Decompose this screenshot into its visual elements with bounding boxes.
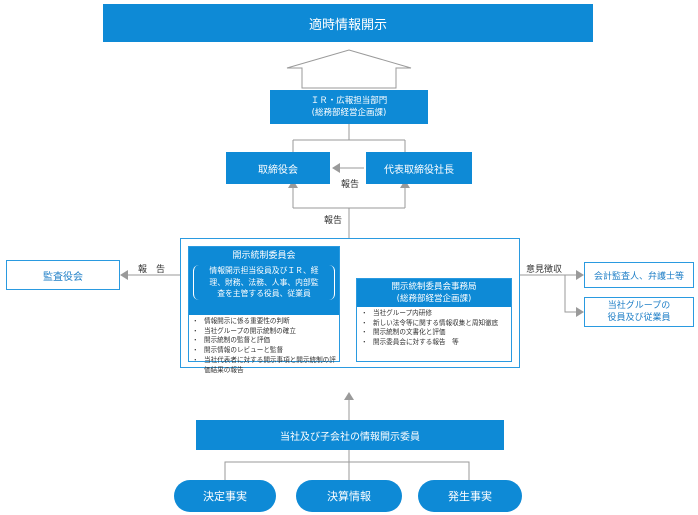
connector-committee-up [292, 186, 406, 238]
report-label-left: 報 告 [138, 265, 166, 275]
disclosure-members-label: 当社及び子会社の情報開示委員 [280, 431, 420, 443]
arrow-head-to-auditor [576, 270, 584, 280]
committee-duty-item: 当社代表者に対する開示事項と開示統制の評価結果の報告 [192, 356, 337, 375]
source-financial-results-label: 決算情報 [327, 490, 371, 503]
arrow-head-to-employees [576, 307, 584, 317]
employees-line2: 役員及び従業員 [607, 313, 671, 323]
office-box: 開示統制委員会事務局 (総務部経営企画課) 当社グループ内研修 新しい法令等に関… [356, 278, 512, 362]
committee-duty-item: 当社グループの開示統制の確立 [192, 327, 337, 337]
source-occurred-facts: 発生事実 [418, 480, 522, 512]
arrow-head-to-board-up [288, 180, 298, 188]
arrow-head-to-audit [120, 270, 128, 280]
arrow-head-to-board [332, 163, 340, 173]
ir-department-sub: (総務部経営企画課) [311, 108, 387, 118]
ir-department-box: ＩＲ・広報担当部門 (総務部経営企画課) [270, 90, 428, 124]
connector-committee-to-right [520, 274, 578, 313]
office-task-item: 当社グループ内研修 [361, 309, 509, 319]
office-task-item: 開示統制の文書化と評価 [361, 328, 509, 338]
committee-title: 開示統制委員会 [232, 251, 296, 261]
office-task-item: 開示委員会に対する報告 等 [361, 338, 509, 348]
office-task-item: 新しい法令等に関する情報収集と周知徹底 [361, 319, 509, 329]
committee-duty-item: 情報開示に係る重要性の判断 [192, 317, 337, 327]
employees-line1: 当社グループの [607, 301, 671, 311]
office-header: 開示統制委員会事務局 (総務部経営企画課) [357, 279, 511, 307]
source-occurred-facts-label: 発生事実 [448, 490, 492, 503]
committee-duty-item: 開示情報のレビューと監督 [192, 346, 337, 356]
source-decided-facts-label: 決定事実 [203, 490, 247, 503]
auditor-box: 会計監査人、弁護士等 [584, 262, 694, 288]
arrow-head-to-president-up [400, 180, 410, 188]
source-decided-facts: 決定事実 [174, 480, 276, 512]
timely-disclosure-box: 適時情報開示 [103, 4, 593, 42]
timely-disclosure-title: 適時情報開示 [308, 17, 387, 33]
arrow-head-to-committee [344, 392, 354, 400]
committee-members-line3: 査を主管する役員、従業員 [217, 289, 311, 298]
ir-department-name: ＩＲ・広報担当部門 [310, 96, 388, 106]
committee-box: 開示統制委員会 情報開示担当役員及びＩＲ、経 理、財務、法務、人事、内部監 査を… [188, 246, 340, 374]
office-sub: (総務部経営企画課) [396, 294, 472, 304]
opinion-label: 意見徴収 [526, 265, 563, 275]
office-title: 開示統制委員会事務局 [391, 282, 477, 292]
report-label-up: 報告 [324, 216, 343, 226]
committee-members-line1: 情報開示担当役員及びＩＲ、経 [209, 266, 319, 275]
auditor-label: 会計監査人、弁護士等 [593, 271, 684, 282]
source-financial-results: 決算情報 [296, 480, 402, 512]
committee-members-line2: 理、財務、法務、人事、内部監 [209, 277, 319, 287]
report-label-board: 報告 [341, 180, 360, 190]
employees-box: 当社グループの 役員及び従業員 [584, 297, 694, 327]
committee-duties-list: 情報開示に係る重要性の判断 当社グループの開示統制の確立 開示統制の監督と評価 … [189, 315, 339, 375]
committee-header: 開示統制委員会 情報開示担当役員及びＩＲ、経 理、財務、法務、人事、内部監 査を… [189, 247, 339, 315]
committee-duty-item: 開示統制の監督と評価 [192, 336, 337, 346]
president-label: 代表取締役社長 [384, 164, 454, 176]
disclosure-members-box: 当社及び子会社の情報開示委員 [196, 420, 504, 450]
board-of-directors-label: 取締役会 [258, 164, 298, 176]
committee-members: 情報開示担当役員及びＩＲ、経 理、財務、法務、人事、内部監 査を主管する役員、従… [193, 265, 335, 300]
hollow-arrow-up [286, 49, 412, 89]
president-box: 代表取締役社長 [366, 152, 472, 184]
audit-board-label: 監査役会 [43, 271, 83, 283]
board-of-directors-box: 取締役会 [226, 152, 330, 184]
audit-board-box: 監査役会 [6, 260, 120, 290]
connector-ir-board-president [292, 124, 406, 152]
connector-sources-to-members [224, 450, 470, 480]
office-tasks-list: 当社グループ内研修 新しい法令等に関する情報収集と周知徹底 開示統制の文書化と評… [357, 307, 511, 348]
